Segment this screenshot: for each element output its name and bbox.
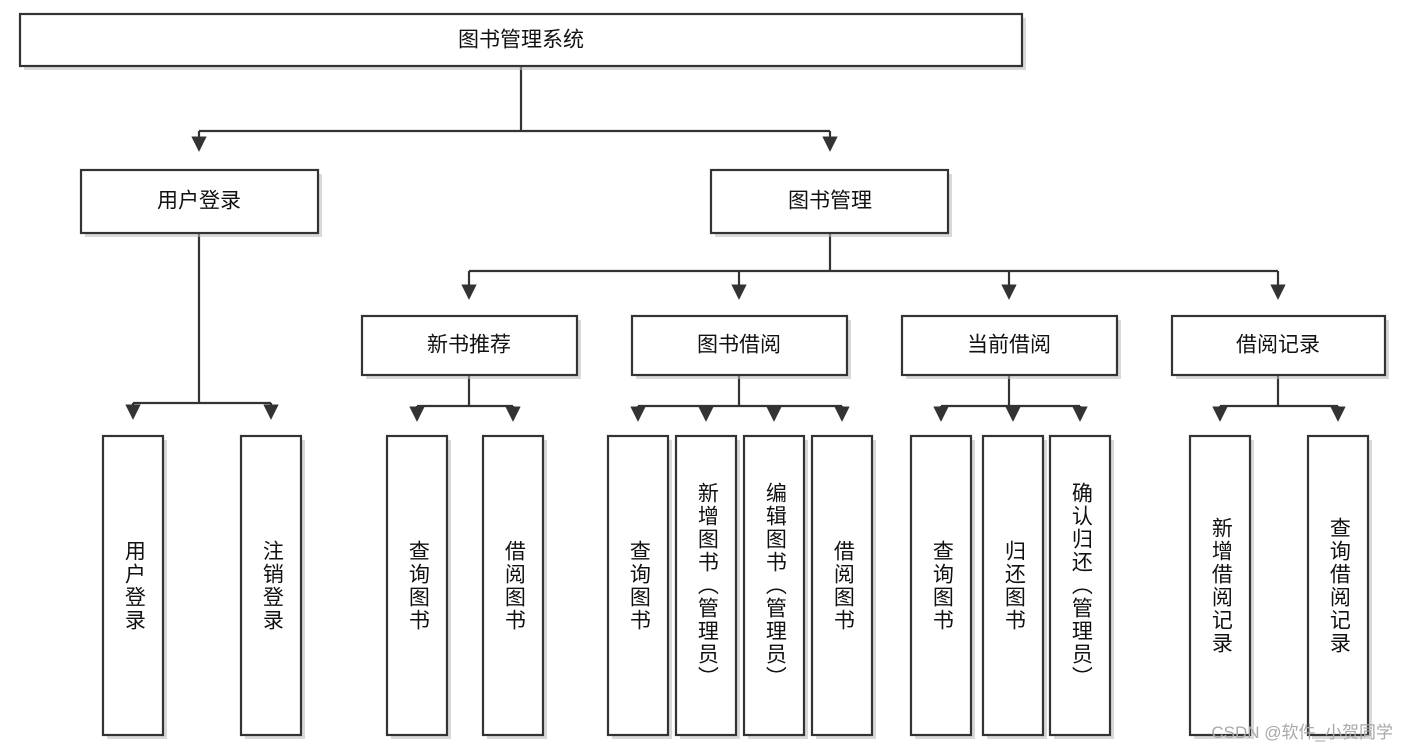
- node-leaf-borrow-book-box: [810, 434, 874, 737]
- node-book-manage-label: 图书管理: [788, 190, 872, 213]
- node-user-login[interactable]: 用户登录: [79, 168, 322, 237]
- node-leaf-query-book-cur-box: [909, 434, 973, 737]
- node-leaf-logout-box: [239, 434, 303, 737]
- node-leaf-edit-book[interactable]: [742, 434, 808, 739]
- node-leaf-query-book-rec-box: [385, 434, 449, 737]
- node-root[interactable]: 图书管理系统: [18, 12, 1026, 70]
- connector-group-user-login: [125, 233, 279, 420]
- node-leaf-query-record[interactable]: [1306, 434, 1372, 739]
- node-leaf-add-record[interactable]: [1188, 434, 1254, 739]
- node-current-borrow-box: [900, 314, 1119, 377]
- watermark-text: CSDN @软件_小贺同学: [1211, 723, 1393, 742]
- node-borrow-record-label: 借阅记录: [1236, 334, 1320, 357]
- node-leaf-logout[interactable]: [239, 434, 305, 739]
- node-leaf-user-login[interactable]: [101, 434, 167, 739]
- node-leaf-edit-book-box: [742, 434, 806, 737]
- node-borrow-record[interactable]: 借阅记录: [1170, 314, 1389, 379]
- node-root-box: [18, 12, 1024, 68]
- node-leaf-add-book-box: [674, 434, 738, 737]
- node-leaf-query-record-box: [1306, 434, 1370, 737]
- node-user-login-box: [79, 168, 320, 235]
- node-leaf-borrow-book-rec[interactable]: [481, 434, 547, 739]
- node-new-book-rec-box: [360, 314, 579, 377]
- connector-group-current-borrow: [933, 375, 1088, 422]
- node-leaf-borrow-book[interactable]: [810, 434, 876, 739]
- node-root-label: 图书管理系统: [458, 29, 584, 52]
- node-borrow-record-box: [1170, 314, 1387, 377]
- node-current-borrow-label: 当前借阅: [967, 334, 1051, 357]
- connector-group-borrow-record: [1212, 375, 1346, 422]
- node-book-borrow[interactable]: 图书借阅: [630, 314, 851, 379]
- node-leaf-confirm-return-box: [1048, 434, 1112, 737]
- node-user-login-label: 用户登录: [157, 190, 241, 213]
- node-new-book-rec[interactable]: 新书推荐: [360, 314, 581, 379]
- node-book-manage-box: [709, 168, 950, 235]
- node-leaf-return-book-box: [981, 434, 1045, 737]
- node-leaf-query-book-rec[interactable]: [385, 434, 451, 739]
- connector-group-book-manage: [461, 233, 1286, 300]
- node-leaf-query-book-borrow[interactable]: [606, 434, 672, 739]
- node-new-book-rec-label: 新书推荐: [427, 334, 511, 357]
- node-book-manage[interactable]: 图书管理: [709, 168, 952, 237]
- node-leaf-return-book[interactable]: [981, 434, 1047, 739]
- node-leaf-query-book-cur[interactable]: [909, 434, 975, 739]
- node-leaf-query-book-borrow-box: [606, 434, 670, 737]
- node-current-borrow[interactable]: 当前借阅: [900, 314, 1121, 379]
- node-book-borrow-label: 图书借阅: [697, 334, 781, 357]
- connector-group-new-book-rec: [409, 375, 521, 422]
- node-leaf-add-book[interactable]: [674, 434, 740, 739]
- node-leaf-user-login-box: [101, 434, 165, 737]
- node-leaf-confirm-return[interactable]: [1048, 434, 1114, 739]
- node-book-borrow-box: [630, 314, 849, 377]
- node-leaf-add-record-box: [1188, 434, 1252, 737]
- node-leaf-borrow-book-rec-box: [481, 434, 545, 737]
- connector-group-root: [191, 66, 838, 152]
- connector-group-book-borrow: [630, 375, 850, 422]
